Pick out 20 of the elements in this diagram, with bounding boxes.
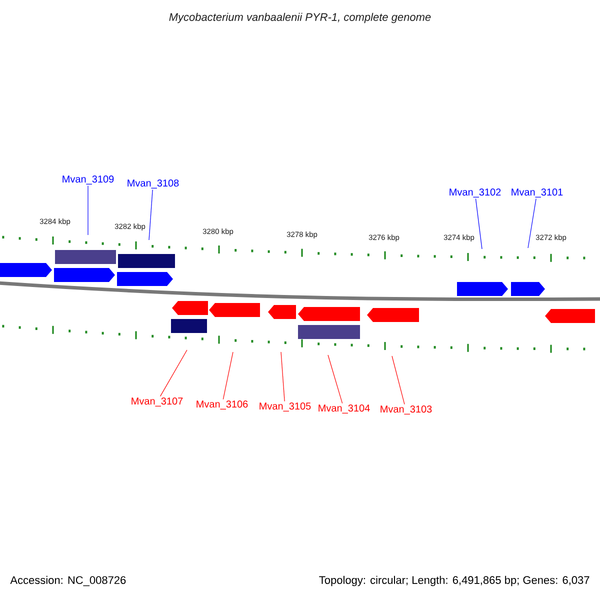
title: Mycobacterium vanbaalenii PYR-1, complete genome	[169, 12, 431, 24]
leader-line	[148, 189, 153, 240]
gene-label: Mvan_3109	[62, 176, 114, 184]
footer-text: Accession: NC_008726	[10, 576, 126, 586]
gene-label: Mvan_3103	[380, 406, 432, 414]
gene-label: Mvan_3102	[450, 188, 501, 198]
gene-label: Mvan_3104	[318, 404, 370, 414]
leader-line	[160, 350, 188, 397]
leader-line	[328, 354, 343, 404]
leader-line	[392, 356, 405, 405]
gene-label: Mvan_3107	[132, 398, 183, 406]
leader-line	[280, 352, 285, 402]
leader-line	[528, 198, 536, 248]
gene-label: Mvan_3108	[128, 180, 179, 188]
footer-text: Topology: circular; Length: 6,491,865 bp; Genes: 6,037	[319, 576, 590, 586]
gene-label: Mvan_3105	[260, 402, 311, 412]
leader-line	[222, 352, 234, 400]
leader-line	[475, 198, 482, 250]
gene-label: Mvan_3101	[512, 188, 563, 198]
gene-label: Mvan_3106	[196, 400, 248, 410]
